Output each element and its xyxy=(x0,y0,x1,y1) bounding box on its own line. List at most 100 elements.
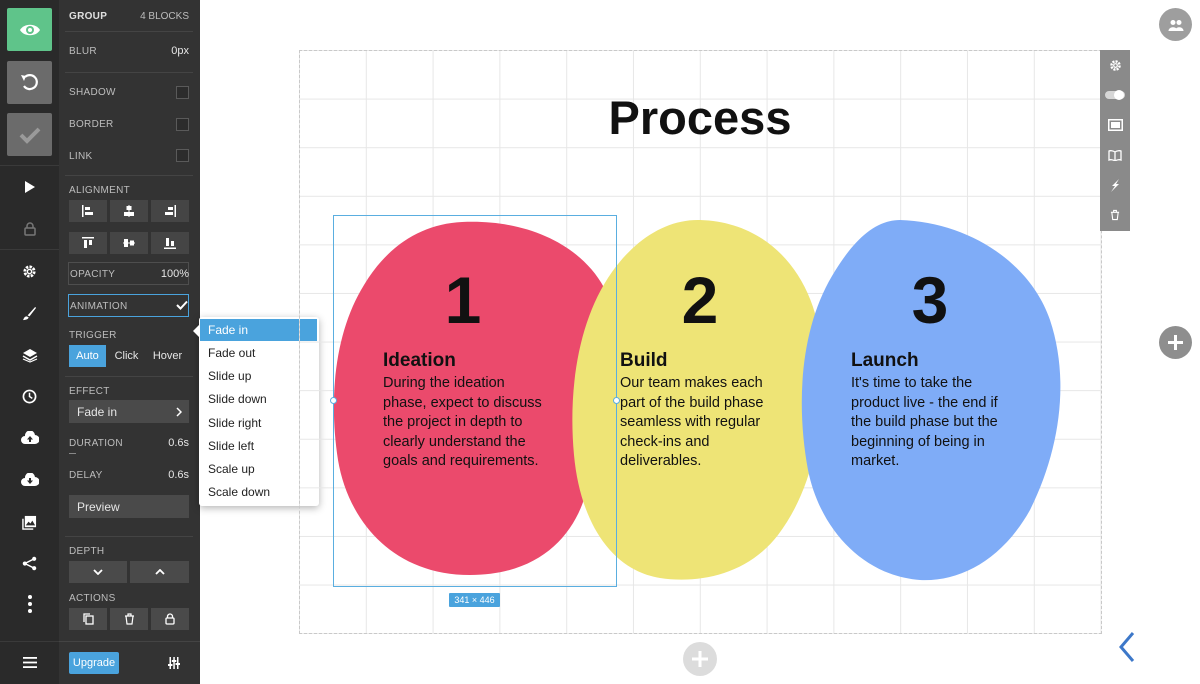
lightning-icon xyxy=(1111,178,1119,192)
cloud-download-icon xyxy=(20,473,39,486)
delay-value[interactable]: 0.6s xyxy=(168,469,189,481)
resize-handle-left[interactable] xyxy=(330,397,337,404)
trigger-label: TRIGGER xyxy=(69,330,117,341)
collaborators-button[interactable] xyxy=(1159,8,1192,41)
trigger-hover[interactable]: Hover xyxy=(152,350,183,362)
effect-option-scale-up[interactable]: Scale up xyxy=(208,462,255,476)
sliders-icon[interactable] xyxy=(168,657,180,669)
effect-option-slide-down[interactable]: Slide down xyxy=(208,392,267,406)
opacity-value[interactable]: 100% xyxy=(160,268,189,280)
trigger-click[interactable]: Click xyxy=(114,350,139,362)
block-frame-button[interactable] xyxy=(1100,113,1130,137)
step-2-text[interactable]: Our team makes each part of the build ph… xyxy=(620,375,764,470)
main-menu-button[interactable] xyxy=(0,647,59,677)
delete-button[interactable] xyxy=(110,608,148,630)
depth-up-button[interactable] xyxy=(130,561,189,583)
effect-option-slide-right[interactable]: Slide right xyxy=(208,416,262,430)
align-bottom-icon xyxy=(164,238,176,249)
blob-launch[interactable] xyxy=(801,220,1061,581)
frame-icon xyxy=(1107,119,1123,131)
block-toolbar xyxy=(1100,50,1130,231)
align-middle-icon xyxy=(123,239,135,247)
style-button[interactable] xyxy=(0,298,59,328)
media-button[interactable] xyxy=(0,507,59,537)
align-bottom-button[interactable] xyxy=(151,232,189,254)
align-left-button[interactable] xyxy=(69,200,107,222)
layers-button[interactable] xyxy=(0,340,59,370)
step-1-heading[interactable]: Ideation xyxy=(383,350,456,371)
effect-option-scale-down[interactable]: Scale down xyxy=(208,485,271,499)
lock-block-button[interactable] xyxy=(151,608,189,630)
block-animate-button[interactable] xyxy=(1100,173,1130,197)
cloud-upload-icon xyxy=(20,431,39,444)
blob-ideation[interactable] xyxy=(333,221,617,575)
align-right-button[interactable] xyxy=(151,200,189,222)
animation-field[interactable] xyxy=(68,294,189,317)
add-block-right-button[interactable] xyxy=(1159,326,1192,359)
more-button[interactable] xyxy=(0,589,59,619)
step-3-number[interactable]: 3 xyxy=(911,263,949,337)
step-2-heading[interactable]: Build xyxy=(620,350,668,371)
lock-icon xyxy=(165,613,175,625)
blur-label: BLUR xyxy=(69,46,97,57)
align-middle-button[interactable] xyxy=(110,232,148,254)
align-top-icon xyxy=(82,237,94,248)
trigger-auto[interactable]: Auto xyxy=(69,345,106,367)
lock-button[interactable] xyxy=(0,214,59,244)
copy-icon xyxy=(82,613,94,625)
blur-value[interactable]: 0px xyxy=(171,45,189,57)
effect-option-fade-out[interactable]: Fade out xyxy=(208,346,256,360)
depth-down-button[interactable] xyxy=(69,561,127,583)
block-delete-button[interactable] xyxy=(1100,203,1130,227)
effect-option-slide-up[interactable]: Slide up xyxy=(208,369,252,383)
align-center-button[interactable] xyxy=(110,200,148,222)
link-checkbox[interactable] xyxy=(176,149,189,162)
animation-check-icon[interactable] xyxy=(176,300,188,310)
history-button[interactable] xyxy=(0,381,59,411)
upgrade-button[interactable]: Upgrade xyxy=(69,652,119,674)
step-1-number[interactable]: 1 xyxy=(444,263,482,337)
shadow-checkbox[interactable] xyxy=(176,86,189,99)
add-slide-button[interactable] xyxy=(683,642,717,676)
align-top-button[interactable] xyxy=(69,232,107,254)
settings-button[interactable] xyxy=(0,256,59,286)
plus-icon xyxy=(692,651,708,667)
download-button[interactable] xyxy=(0,465,59,495)
animation-label: ANIMATION xyxy=(70,301,128,312)
preview-button[interactable]: Preview xyxy=(69,495,189,518)
slide-title[interactable]: Process xyxy=(608,91,792,144)
block-book-button[interactable] xyxy=(1100,143,1130,167)
border-checkbox[interactable] xyxy=(176,118,189,131)
upload-button[interactable] xyxy=(0,423,59,453)
undo-button[interactable] xyxy=(7,61,52,104)
share-button[interactable] xyxy=(0,548,59,578)
trash-icon xyxy=(124,613,134,625)
effect-option-slide-left[interactable]: Slide left xyxy=(208,439,255,453)
effect-value: Fade in xyxy=(77,404,118,419)
duplicate-button[interactable] xyxy=(69,608,107,630)
preview-eye-button[interactable] xyxy=(7,8,52,51)
selection-box[interactable] xyxy=(330,215,620,587)
opacity-field[interactable] xyxy=(68,262,189,285)
step-1-text[interactable]: During the ideation phase, expect to dis… xyxy=(383,375,542,470)
chevron-left-icon xyxy=(1119,632,1135,662)
step-3-heading[interactable]: Launch xyxy=(851,350,919,371)
block-settings-button[interactable] xyxy=(1100,53,1130,77)
step-3-text[interactable]: It's time to take the product live - the… xyxy=(851,375,998,470)
block-toggle-button[interactable] xyxy=(1100,83,1130,107)
resize-handle-right[interactable] xyxy=(613,397,620,404)
play-button[interactable] xyxy=(0,172,59,202)
duration-slider[interactable] xyxy=(69,453,76,454)
align-right-icon xyxy=(165,205,176,217)
chevron-right-icon xyxy=(176,407,182,417)
previous-slide-button[interactable] xyxy=(1112,628,1142,666)
duration-value[interactable]: 0.6s xyxy=(168,437,189,449)
confirm-button[interactable] xyxy=(7,113,52,156)
delay-label: DELAY xyxy=(69,470,103,481)
effect-option-fade-in[interactable]: Fade in xyxy=(200,319,317,341)
undo-icon xyxy=(20,73,38,90)
step-2-number[interactable]: 2 xyxy=(681,263,719,337)
effect-select[interactable]: Fade in xyxy=(69,400,189,423)
blob-build[interactable] xyxy=(572,219,823,580)
